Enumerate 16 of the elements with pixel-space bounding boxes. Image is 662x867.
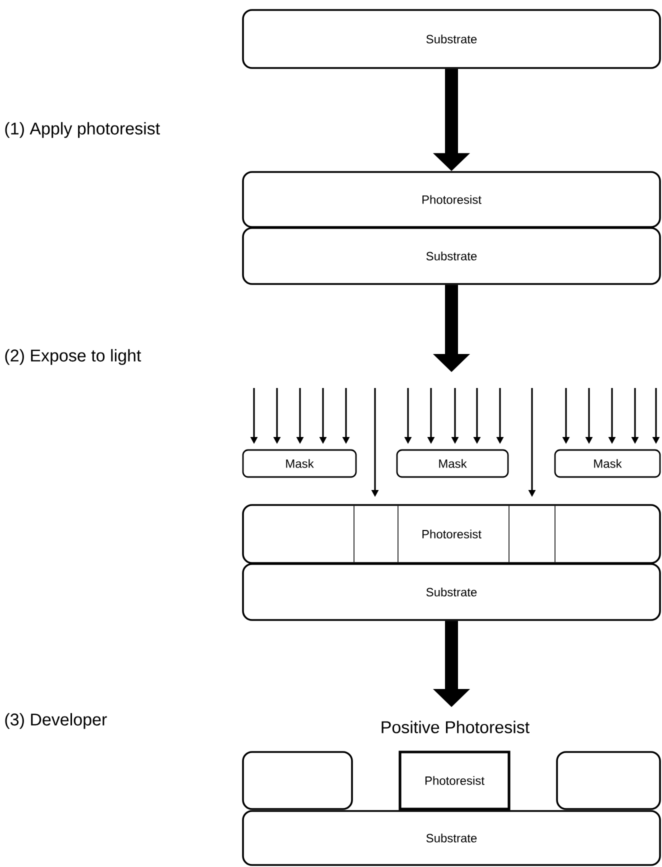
layer-box: Substrate bbox=[242, 9, 661, 69]
layer-box bbox=[556, 751, 661, 810]
step-label: (1) Apply photoresist bbox=[5, 122, 160, 138]
heading: Positive Photoresist bbox=[382, 720, 530, 734]
layer-box: Substrate bbox=[242, 810, 661, 866]
step-label: (2) Expose to light bbox=[5, 349, 142, 365]
mask-box: Mask bbox=[242, 449, 357, 478]
photoresist-block: Photoresist bbox=[398, 750, 510, 810]
step-label: (3) Developer bbox=[5, 713, 107, 729]
mask-box: Mask bbox=[396, 449, 509, 478]
layer-box bbox=[242, 751, 353, 810]
mask-box: Mask bbox=[554, 449, 661, 478]
layer-box: Substrate bbox=[242, 227, 661, 285]
layer-box: Photoresist bbox=[242, 171, 661, 228]
layer-box: Substrate bbox=[242, 563, 661, 621]
layer-box: Photoresist bbox=[242, 504, 661, 564]
